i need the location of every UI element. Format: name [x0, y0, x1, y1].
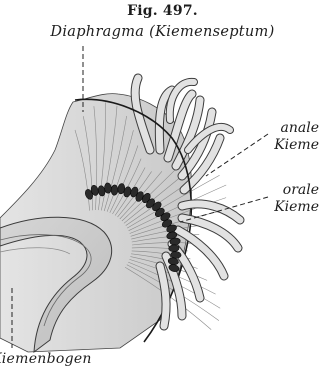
label-anale-line2: Kieme — [274, 137, 319, 154]
label-kiemenbogen: Kiemenbogen — [0, 352, 92, 366]
figure-number: Fig. 497. — [0, 4, 325, 18]
figure-title: Diaphragma (Kiemenseptum) — [0, 25, 325, 40]
label-orale-kieme: orale Kieme — [274, 182, 319, 216]
gill-raker — [171, 251, 182, 258]
label-anale-kieme: anale Kieme — [274, 120, 319, 154]
label-anale-line1: anale — [274, 120, 319, 137]
label-orale-line1: orale — [274, 182, 319, 199]
label-orale-line2: Kieme — [274, 199, 319, 216]
gill-raker — [111, 185, 118, 196]
